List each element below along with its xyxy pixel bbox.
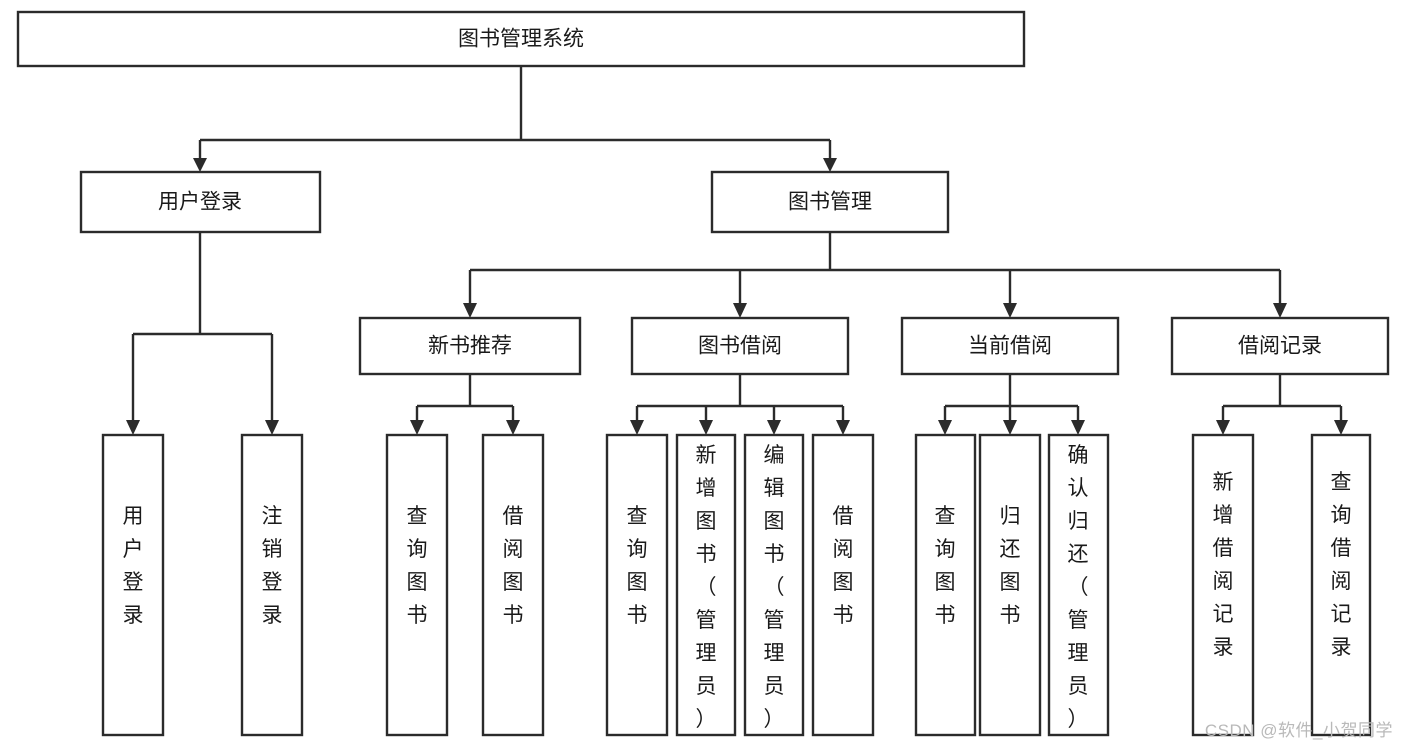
- arrow-to-book-borrow: [733, 303, 747, 318]
- arrow-to-leaf-query-record: [1334, 420, 1348, 435]
- book-borrow-box[interactable]: [630, 316, 850, 376]
- leaf-label: 借阅图书: [833, 505, 854, 627]
- new-book-recommend-box[interactable]: [358, 316, 582, 376]
- leaf-box[interactable]: [240, 433, 304, 737]
- leaf-label: 借阅图书: [503, 505, 524, 627]
- leaf-box[interactable]: [385, 433, 449, 737]
- leaf-box[interactable]: [914, 433, 977, 737]
- leaf-label: 查询图书: [935, 505, 956, 627]
- root-label: 图书管理系统: [458, 28, 584, 51]
- arrow-to-user-login: [193, 158, 207, 172]
- leaf-box[interactable]: [605, 433, 669, 737]
- node-current-borrow[interactable]: 当前借阅: [900, 316, 1120, 376]
- leaf-box[interactable]: [1310, 433, 1372, 737]
- arrow-to-leaf-logout: [265, 420, 279, 435]
- arrow-to-leaf-query-book-2: [630, 420, 644, 435]
- borrow-record-label: 借阅记录: [1238, 335, 1322, 358]
- leaf-box[interactable]: [978, 433, 1042, 737]
- leaf-label: 编辑图书（管理员）: [764, 444, 785, 731]
- leaf-label: 查询图书: [627, 505, 648, 627]
- arrow-to-leaf-borrow-book-2: [836, 420, 850, 435]
- arrow-to-leaf-query-book-1: [410, 420, 424, 435]
- leaf-borrow-book-borrow[interactable]: 借阅图书: [811, 433, 875, 737]
- book-borrow-label: 图书借阅: [698, 335, 782, 358]
- watermark: CSDN @软件_小贺同学: [1204, 721, 1393, 740]
- node-borrow-record[interactable]: 借阅记录: [1170, 316, 1390, 376]
- leaf-add-book-admin[interactable]: 新增图书（管理员）: [675, 433, 737, 737]
- arrow-to-leaf-add-book: [699, 420, 713, 435]
- node-new-book-recommend[interactable]: 新书推荐: [358, 316, 582, 376]
- book-management-box[interactable]: [710, 170, 950, 234]
- leaf-query-borrow-record[interactable]: 查询借阅记录: [1310, 433, 1372, 737]
- leaf-return-book[interactable]: 归还图书: [978, 433, 1042, 737]
- leaf-add-borrow-record[interactable]: 新增借阅记录: [1191, 433, 1255, 737]
- node-book-management[interactable]: 图书管理: [710, 170, 950, 234]
- leaf-box[interactable]: [481, 433, 545, 737]
- arrow-to-leaf-edit-book: [767, 420, 781, 435]
- leaf-box[interactable]: [1047, 433, 1110, 737]
- leaf-label: 归还图书: [1000, 505, 1021, 627]
- leaf-borrow-book-newbook[interactable]: 借阅图书: [481, 433, 545, 737]
- leaf-box[interactable]: [675, 433, 737, 737]
- arrow-to-new-book-rec: [463, 303, 477, 318]
- node-root[interactable]: 图书管理系统: [16, 10, 1026, 68]
- current-borrow-box[interactable]: [900, 316, 1120, 376]
- node-user-login[interactable]: 用户登录: [79, 170, 322, 234]
- leaf-label: 新增借阅记录: [1213, 471, 1234, 659]
- arrow-to-leaf-query-book-3: [938, 420, 952, 435]
- node-book-borrow[interactable]: 图书借阅: [630, 316, 850, 376]
- arrow-to-borrow-record: [1273, 303, 1287, 318]
- arrow-to-leaf-add-record: [1216, 420, 1230, 435]
- leaf-box[interactable]: [1191, 433, 1255, 737]
- leaf-logout[interactable]: 注销登录: [240, 433, 304, 737]
- root-box[interactable]: [16, 10, 1026, 68]
- arrow-to-current-borrow: [1003, 303, 1017, 318]
- connectors: [126, 66, 1348, 435]
- leaf-label: 查询图书: [407, 505, 428, 627]
- arrow-to-leaf-user-login: [126, 420, 140, 435]
- leaf-query-book-newbook[interactable]: 查询图书: [385, 433, 449, 737]
- leaf-label: 用户登录: [123, 505, 144, 627]
- leaf-box[interactable]: [101, 433, 165, 737]
- current-borrow-label: 当前借阅: [968, 335, 1052, 358]
- arrow-to-leaf-borrow-book-1: [506, 420, 520, 435]
- arrow-to-leaf-return-book: [1003, 420, 1017, 435]
- leaf-label: 注销登录: [262, 505, 283, 627]
- leaf-user-login[interactable]: 用户登录: [101, 433, 165, 737]
- user-login-label: 用户登录: [158, 191, 242, 214]
- borrow-record-box[interactable]: [1170, 316, 1390, 376]
- leaf-label: 确认归还（管理员）: [1068, 444, 1089, 731]
- leaf-query-book-borrow[interactable]: 查询图书: [605, 433, 669, 737]
- leaf-edit-book-admin[interactable]: 编辑图书（管理员）: [743, 433, 805, 737]
- leaf-nodes: 用户登录 注销登录 查询图书 借阅图书 查询图书 新增图书（管理员）: [101, 433, 1372, 737]
- leaf-box[interactable]: [811, 433, 875, 737]
- leaf-label: 新增图书（管理员）: [696, 444, 717, 731]
- leaf-label: 查询借阅记录: [1331, 471, 1352, 659]
- book-management-label: 图书管理: [788, 191, 872, 214]
- new-book-recommend-label: 新书推荐: [428, 335, 512, 358]
- arrow-to-leaf-confirm-return: [1071, 420, 1085, 435]
- leaf-confirm-return-admin[interactable]: 确认归还（管理员）: [1047, 433, 1110, 737]
- arrow-to-book-mgmt: [823, 158, 837, 172]
- leaf-box[interactable]: [743, 433, 805, 737]
- user-login-box[interactable]: [79, 170, 322, 234]
- leaf-query-book-current[interactable]: 查询图书: [914, 433, 977, 737]
